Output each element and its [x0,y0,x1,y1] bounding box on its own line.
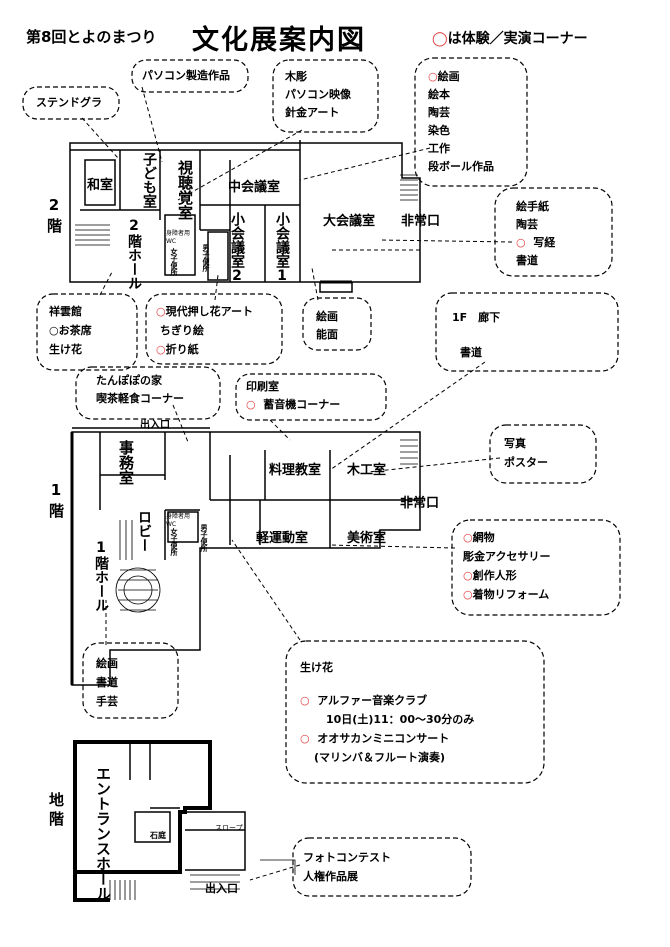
room-jimushitsu: 事務室 [117,440,135,485]
callout-box-shashin [489,424,597,484]
room-hall-2f: 2階ホール [126,218,142,290]
callout-etegami: 絵手紙 陶芸 ○ 写経 書道 [516,200,556,267]
callout-mokucho: 木彫 パソコン映像 針金アート [285,70,351,119]
callout-shashin: 写真 ポスター [504,437,548,469]
callout-box-insatsu [235,373,387,421]
room-hall-1f: 1階ホール [93,540,109,612]
room-lobby: ロビー [136,510,152,552]
callout-box-photo [292,837,472,897]
legend-text: は体験／実演コーナー [447,31,588,47]
callout-shounkan: 祥雲館 ○お茶席 生け花 [49,305,92,356]
callout-box-nomen [302,297,372,351]
room-kodomo: 子ども室 [141,152,157,208]
callout-box-oshibana [145,293,283,365]
room-shichokaku: 視聴覚室 [176,160,194,220]
room-sekitei: 石庭 [150,831,166,840]
toilet-f-1f: 女子便所 [170,528,178,556]
toilet-f-2f: 女子便所 [170,248,178,276]
exit-1f-top: 出入口 [140,420,170,431]
callout-kaiga: ○絵画 絵本 陶芸 染色 工作 段ボール作品 [428,70,494,173]
callout-box-etegami [494,187,613,277]
callout-insatsu: 印刷室 ○ 蓄音機コーナー [246,380,341,411]
callout-hall-items: 絵画 書道 手芸 [96,657,118,708]
callout-amimono: ○網物 彫金アクセサリー ○創作人形 ○着物リフォーム [463,531,551,601]
callout-box-stained [22,86,120,120]
room-keiundo: 軽運動室 [256,531,309,546]
callout-box-amimono [451,519,621,616]
room-bijutsu: 美術室 [347,531,387,546]
callout-rouka: 1F 廊下 書道 [452,311,501,359]
room-daikaigi: 大会議室 [323,214,376,229]
callout-box-ikebana [285,640,545,784]
callout-photo: フォトコンテスト 人権作品展 [303,851,391,883]
plan-1f-outline [71,431,421,686]
toilet-wc-1f: 身障者用WC [166,513,191,528]
room-chukaigi: 中会議室 [228,180,281,195]
legend-mark-icon: ◯ [432,31,448,47]
callout-stained: ステンドグラ [36,96,102,109]
legend: ◯は体験／実演コーナー [432,28,588,48]
callout-box-shounkan [36,293,138,371]
room-entrance-hall: エントランスホール [94,766,112,901]
exit-1f: 非常口 [400,496,440,511]
callout-box-pc [131,59,249,93]
page-title: 文化展案内図 [192,25,366,56]
toilet-m-2f: 男子便所 [202,244,210,272]
toilet-wc-2f: 身障者用WC [166,230,191,245]
callout-tanpopo: たんぽぽの家 喫茶軽食コーナー [96,374,184,405]
callout-box-mokucho [272,59,379,133]
room-washitsu: 和室 [87,178,114,193]
exit-2f: 非常口 [401,214,441,229]
callout-oshibana: ○現代押し花アート ちぎり絵 ○折り紙 [156,305,253,356]
callout-pc-works: パソコン製造作品 [142,69,230,82]
room-shokaigi-1: 小会議室1 [274,212,290,284]
callout-ikebana: 生け花 ○ アルファー音楽クラブ 10日(土)11：00～30分のみ ○ オオサ… [300,661,475,764]
callout-box-hall [82,642,179,719]
room-ryori: 料理教室 [269,463,322,478]
exit-basement: 出入口 [205,882,238,895]
callout-kaiga-nomen: 絵画 能面 [316,310,338,341]
floor-label-1f: 1階 [47,481,65,522]
callout-box-tanpopo [75,366,221,420]
floor-label-2f: 2階 [45,196,63,237]
toilet-m-1f: 男子便所 [200,524,208,552]
room-mokko: 木工室 [347,463,387,478]
room-slope: スロープ [215,824,243,832]
event-name: 第8回とよのまつり [26,28,157,46]
floor-label-basement: 地階 [47,792,65,830]
callout-box-rouka [435,292,619,372]
room-shokaigi-2: 小会議室2 [229,212,245,284]
